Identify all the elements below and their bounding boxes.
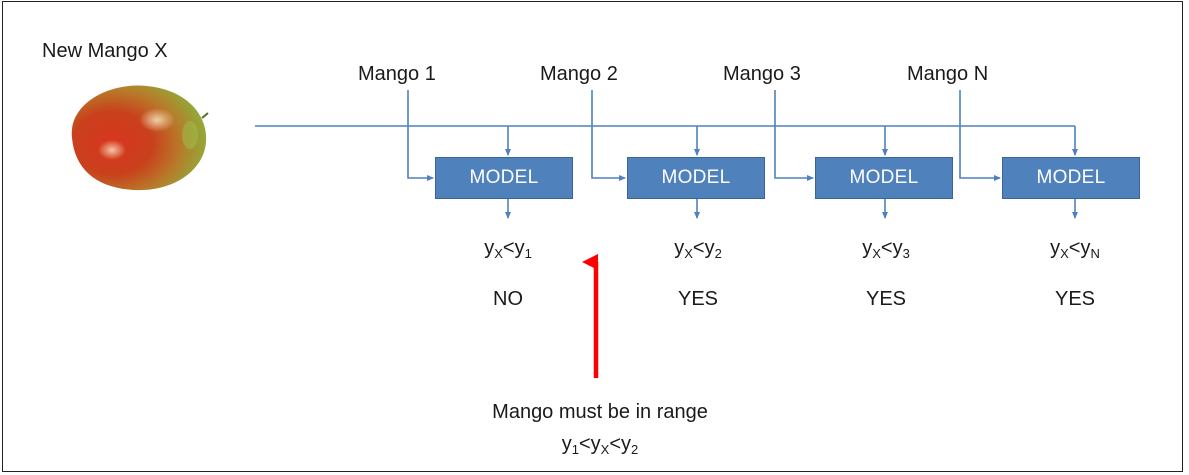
answer-3: YES — [865, 288, 907, 310]
mango-2-input — [591, 90, 626, 181]
mango-n-label: Mango N — [907, 63, 989, 85]
comparison-n: yX<yN — [1050, 237, 1100, 261]
model-box-1: MODEL — [435, 157, 573, 199]
model-box-3: MODEL — [815, 157, 953, 199]
mango-2-label: Mango 2 — [540, 63, 618, 85]
range-note-expression: y1<yX<y2 — [561, 433, 639, 457]
mango-3-label: Mango 3 — [723, 63, 801, 85]
answer-n: YES — [1054, 288, 1096, 310]
mango-image — [71, 85, 209, 191]
mango-1-label: Mango 1 — [358, 63, 436, 85]
comparison-3: yX<y3 — [862, 237, 910, 261]
model-box-2: MODEL — [627, 157, 765, 199]
range-note-line1: Mango must be in range — [492, 401, 708, 423]
model-box-n: MODEL — [1002, 157, 1140, 199]
mango-n-input — [959, 90, 1001, 181]
comparison-1: yX<y1 — [484, 237, 532, 261]
answer-1: NO — [493, 288, 523, 310]
mango-1-input — [407, 90, 434, 181]
new-mango-title: New Mango X — [42, 40, 168, 62]
mango-3-input — [774, 90, 814, 181]
answer-2: YES — [677, 288, 719, 310]
comparison-2: yX<y2 — [674, 237, 722, 261]
